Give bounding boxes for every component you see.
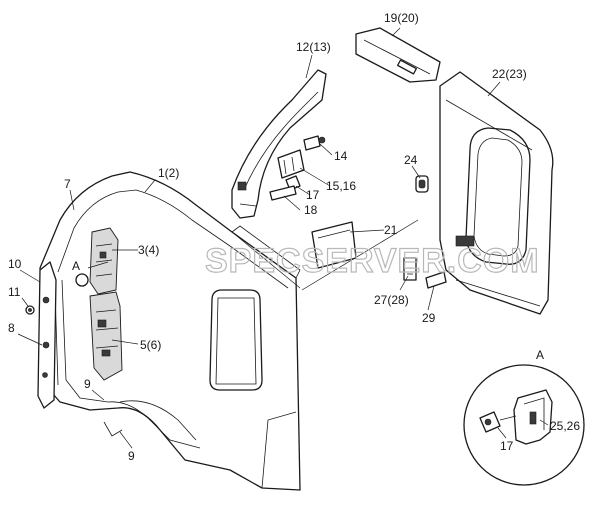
callout-27: 27(28) [374, 293, 409, 307]
callout-29: 29 [422, 311, 436, 325]
detail-callout-17: 17 [500, 439, 514, 453]
bracket-set [269, 135, 326, 201]
front-pillar [25, 261, 57, 409]
callout-11: 11 [8, 285, 21, 299]
callout-21: 21 [384, 223, 398, 237]
reinforcement-upper [89, 227, 119, 295]
callout-3: 3(4) [138, 243, 159, 257]
callout-22: 22(23) [492, 67, 527, 81]
rear-pillar [231, 69, 327, 219]
cab-side-panel [39, 171, 301, 491]
back-panel [439, 71, 554, 315]
callout-labels: 1(2) 3(4) 5(6) 7 8 9 9 10 11 12(13) 14 1… [8, 11, 580, 463]
callout-19: 19(20) [384, 11, 419, 25]
callout-12: 12(13) [296, 40, 331, 54]
watermark: SPECSERVER.COM [205, 242, 540, 280]
callout-14: 14 [334, 149, 348, 163]
detail-title: A [536, 348, 544, 362]
callout-5: 5(6) [140, 338, 161, 352]
callout-15-16: 15,16 [326, 179, 356, 193]
small-parts [311, 175, 447, 289]
roof-trim [355, 27, 441, 83]
callout-18: 18 [304, 203, 318, 217]
reinforcement-lower [89, 291, 123, 381]
callout-7: 7 [64, 177, 71, 191]
callout-24: 24 [404, 153, 418, 167]
callout-1: 1(2) [158, 166, 179, 180]
callout-10: 10 [8, 257, 22, 271]
detail-a-view [463, 364, 585, 486]
callout-8: 8 [8, 321, 15, 335]
callout-17: 17 [306, 188, 320, 202]
callout-9-upper: 9 [84, 377, 91, 391]
detail-a-marker [75, 273, 89, 287]
detail-callout-25-26: 25,26 [550, 419, 580, 433]
callout-9-lower: 9 [128, 449, 135, 463]
callout-a: A [72, 259, 80, 273]
leader-lines [17, 27, 501, 449]
